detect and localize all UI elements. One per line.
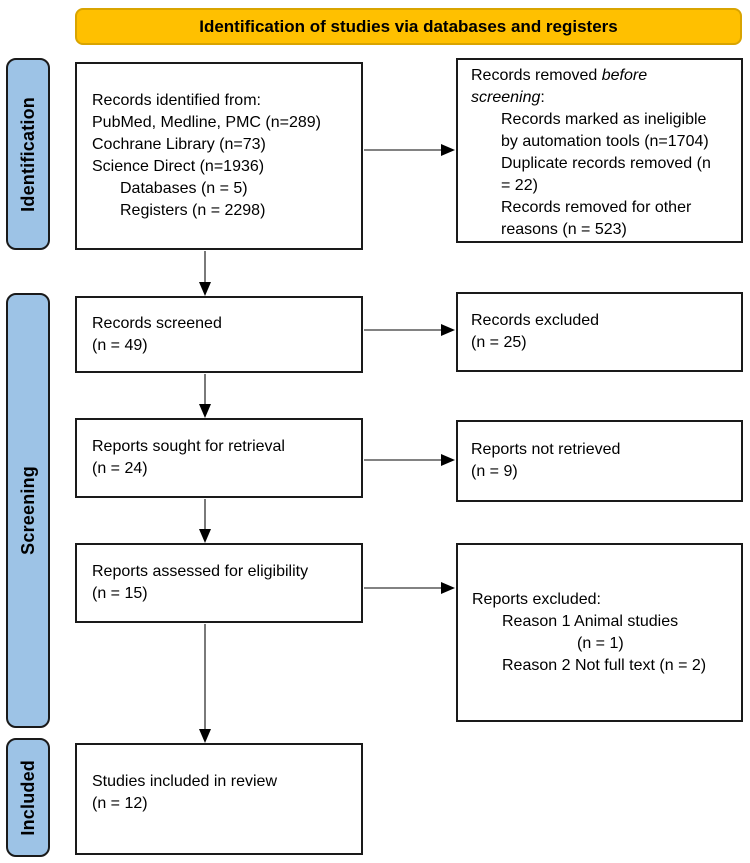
- arrow-sought-to-not-retrieved: [364, 454, 455, 466]
- records-excluded-count: (n = 25): [471, 334, 527, 351]
- reports-assessed-count: (n = 15): [92, 585, 148, 602]
- records-identified-line: PubMed, Medline, PMC (n=289): [92, 114, 321, 131]
- studies-included-label: Studies included in review: [92, 773, 277, 790]
- reports-sought-count: (n = 24): [92, 460, 148, 477]
- records-identified-line: Records identified from:: [92, 92, 261, 109]
- records-screened-count: (n = 49): [92, 336, 148, 354]
- box-records-excluded: Records excluded (n = 25): [456, 292, 743, 372]
- box-records-identified: Records identified from: PubMed, Medline…: [75, 62, 363, 250]
- records-removed-item: Records marked as ineligible by automati…: [501, 111, 709, 150]
- records-identified-databases: Databases (n = 5): [120, 180, 248, 197]
- box-studies-included: Studies included in review (n = 12): [75, 743, 363, 855]
- arrow-screened-to-excluded: [364, 324, 455, 336]
- studies-included-count: (n = 12): [92, 795, 148, 812]
- stage-label-screening: Screening: [6, 293, 50, 728]
- box-reports-sought: Reports sought for retrieval (n = 24): [75, 418, 363, 498]
- arrow-screened-to-sought: [199, 374, 211, 418]
- reports-assessed-label: Reports assessed for eligibility: [92, 563, 309, 580]
- arrow-identified-to-removed: [364, 144, 455, 156]
- arrow-sought-to-assessed: [199, 499, 211, 543]
- stage-label-screening-text: Screening: [17, 466, 38, 555]
- records-removed-item: Duplicate records removed (n = 22): [501, 155, 711, 194]
- box-records-screened: Records screened (n = 49): [75, 296, 363, 373]
- reports-not-retrieved-count: (n = 9): [471, 463, 518, 480]
- reports-not-retrieved-label: Reports not retrieved: [471, 441, 621, 458]
- records-removed-item: Records removed for other reasons (n = 5…: [501, 199, 692, 238]
- arrow-assessed-to-included: [199, 624, 211, 743]
- arrow-assessed-to-reports-excluded: [364, 582, 455, 594]
- header-banner: Identification of studies via databases …: [75, 8, 742, 45]
- records-identified-registers: Registers (n = 2298): [120, 202, 266, 219]
- box-reports-not-retrieved: Reports not retrieved (n = 9): [456, 420, 743, 502]
- records-screened-label: Records screened: [92, 314, 222, 332]
- reports-sought-label: Reports sought for retrieval: [92, 438, 285, 455]
- stage-label-identification-text: Identification: [17, 96, 38, 212]
- reports-excluded-reason1-count: (n = 1): [577, 634, 624, 652]
- reports-excluded-reason1: Reason 1 Animal studies: [502, 612, 679, 630]
- stage-label-included-text: Included: [17, 759, 38, 836]
- records-removed-title-line1: Records removed before: [471, 67, 648, 84]
- box-reports-excluded: Reports excluded: Reason 1 Animal studie…: [456, 543, 743, 722]
- header-title: Identification of studies via databases …: [199, 16, 618, 36]
- records-identified-line: Cochrane Library (n=73): [92, 136, 266, 153]
- records-removed-title-line2: screening:: [471, 89, 545, 106]
- reports-excluded-title: Reports excluded:: [472, 590, 601, 608]
- records-identified-line: Science Direct (n=1936): [92, 158, 265, 175]
- records-excluded-label: Records excluded: [471, 312, 600, 329]
- stage-label-identification: Identification: [6, 58, 50, 250]
- box-records-removed: Records removed before screening: Record…: [456, 58, 743, 243]
- arrow-identified-to-screened: [199, 251, 211, 296]
- box-reports-assessed: Reports assessed for eligibility (n = 15…: [75, 543, 363, 623]
- stage-label-included: Included: [6, 738, 50, 857]
- reports-excluded-reason2: Reason 2 Not full text (n = 2): [502, 656, 707, 674]
